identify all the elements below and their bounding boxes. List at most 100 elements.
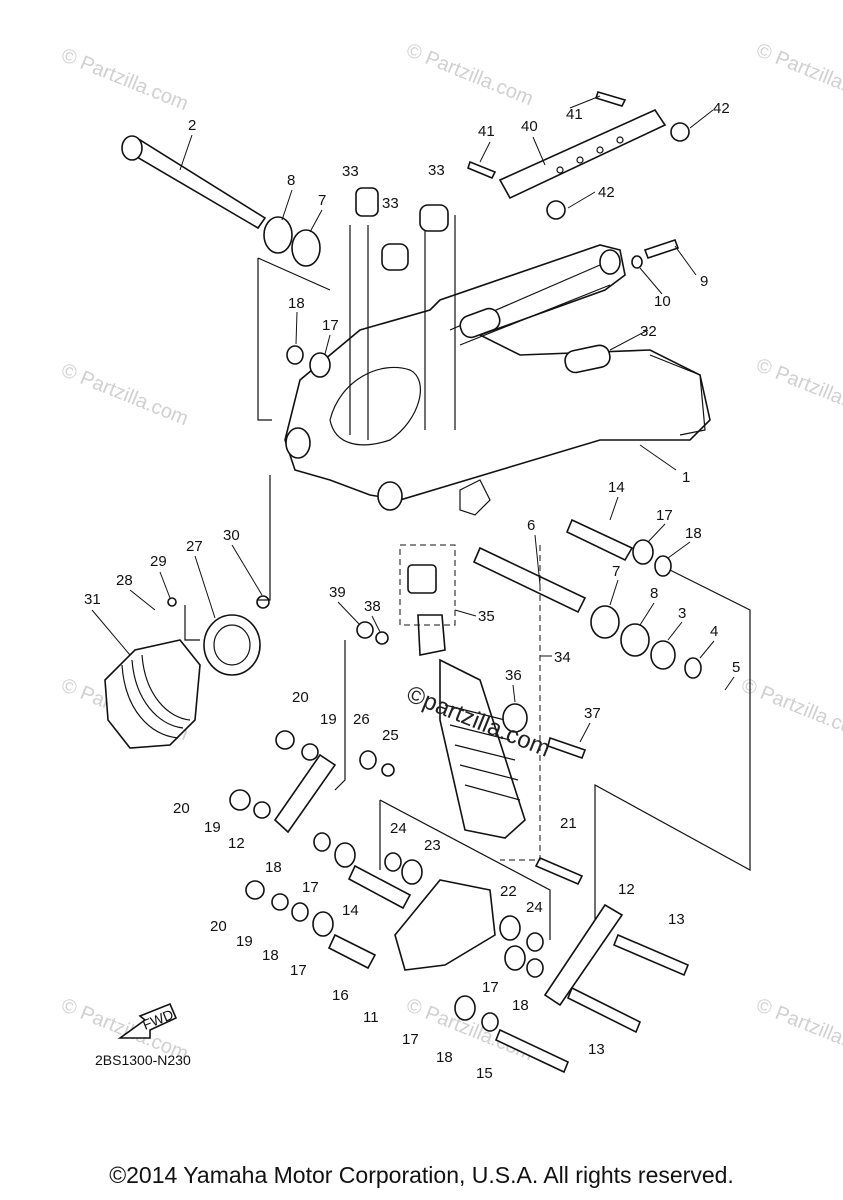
assembly-lines	[184, 215, 751, 940]
callout-17: 17	[290, 962, 307, 979]
watermark: © Partzilla.com	[753, 354, 843, 425]
callout-41: 41	[478, 123, 495, 140]
callout-18: 18	[262, 947, 279, 964]
cap	[381, 243, 409, 271]
callout-13: 13	[668, 911, 685, 928]
oil-seal	[620, 623, 650, 657]
callout-8: 8	[287, 172, 295, 189]
bolt	[534, 856, 584, 886]
callout-10: 10	[654, 293, 671, 310]
collar	[327, 933, 377, 970]
callout-24: 24	[526, 899, 543, 916]
callout-29: 29	[150, 553, 167, 570]
callout-32: 32	[640, 323, 657, 340]
bolt	[612, 933, 690, 977]
callout-17: 17	[402, 1031, 419, 1048]
bearing	[632, 539, 654, 565]
chain-puller	[498, 108, 667, 200]
callout-5: 5	[732, 659, 740, 676]
callout-19: 19	[204, 819, 221, 836]
bolt	[594, 91, 627, 107]
watermark: © Partzilla.com	[58, 44, 191, 115]
callout-35: 35	[478, 608, 495, 625]
callout-17: 17	[322, 317, 339, 334]
oil-seal	[263, 216, 293, 254]
swingarm	[284, 244, 711, 516]
small-hardware	[167, 122, 690, 1032]
callout-23: 23	[424, 837, 441, 854]
callout-8: 8	[650, 585, 658, 602]
callout-38: 38	[364, 598, 381, 615]
drawing-code: 2BS1300-N230	[95, 1052, 191, 1068]
callout-20: 20	[173, 800, 190, 817]
callout-42: 42	[713, 100, 730, 117]
callout-18: 18	[512, 997, 529, 1014]
bolt	[547, 736, 587, 760]
callout-11: 11	[363, 1009, 379, 1026]
callout-4: 4	[710, 623, 718, 640]
cap	[355, 187, 379, 217]
callout-18: 18	[685, 525, 702, 542]
connecting-rod	[543, 903, 624, 1007]
relay-arm	[394, 879, 496, 971]
callout-17: 17	[482, 979, 499, 996]
callout-25: 25	[382, 727, 399, 744]
bolt	[494, 1028, 570, 1074]
plate	[684, 657, 702, 679]
callout-21: 21	[560, 815, 577, 832]
callout-28: 28	[116, 572, 133, 589]
cap	[419, 204, 449, 232]
callout-33: 33	[342, 163, 359, 180]
callout-24: 24	[390, 820, 407, 837]
washer	[654, 555, 672, 577]
callout-34: 34	[554, 649, 571, 666]
callout-27: 27	[186, 538, 203, 555]
callout-1: 1	[682, 469, 690, 486]
leader-lines	[91, 95, 735, 743]
callout-19: 19	[236, 933, 253, 950]
callout-33: 33	[428, 162, 445, 179]
callout-37: 37	[584, 705, 601, 722]
fwd-label: FWD	[140, 1006, 176, 1033]
nut	[650, 640, 676, 670]
callout-26: 26	[353, 711, 370, 728]
callout-33: 33	[382, 195, 399, 212]
callout-17: 17	[656, 507, 673, 524]
callout-7: 7	[612, 563, 620, 580]
callout-30: 30	[223, 527, 240, 544]
callout-19: 19	[320, 711, 337, 728]
callout-17: 17	[302, 879, 319, 896]
callout-36: 36	[505, 667, 522, 684]
bolt	[467, 160, 497, 180]
callout-31: 31	[84, 591, 101, 608]
callout-14: 14	[342, 902, 359, 919]
callout-14: 14	[608, 479, 625, 496]
collar	[565, 518, 634, 562]
connecting-rod	[273, 753, 337, 834]
boot	[104, 639, 201, 749]
bolt	[566, 986, 642, 1034]
callouts: 1 2 3 4 5 6 7 7 8 8 9 10 11 12 12 13 13 …	[84, 100, 740, 1082]
callout-20: 20	[210, 918, 227, 935]
callout-18: 18	[288, 295, 305, 312]
boot-cover	[203, 614, 261, 676]
callout-12: 12	[228, 835, 245, 852]
callout-18: 18	[265, 859, 282, 876]
callout-3: 3	[678, 605, 686, 622]
callout-22: 22	[500, 883, 517, 900]
callout-13: 13	[588, 1041, 605, 1058]
callout-7: 7	[318, 192, 326, 209]
callout-41: 41	[566, 106, 583, 123]
watermark: © Partzilla.com	[753, 39, 843, 110]
callout-42: 42	[598, 184, 615, 201]
bearing	[291, 229, 321, 267]
watermark: © Partzilla.com	[753, 994, 843, 1065]
copyright: ©2014 Yamaha Motor Corporation, U.S.A. A…	[109, 1162, 734, 1188]
callout-15: 15	[476, 1065, 493, 1082]
callout-6: 6	[527, 517, 535, 534]
collar	[472, 546, 587, 614]
callout-18: 18	[436, 1049, 453, 1066]
callout-12: 12	[618, 881, 635, 898]
watermark: © Partzilla.com	[738, 674, 843, 745]
